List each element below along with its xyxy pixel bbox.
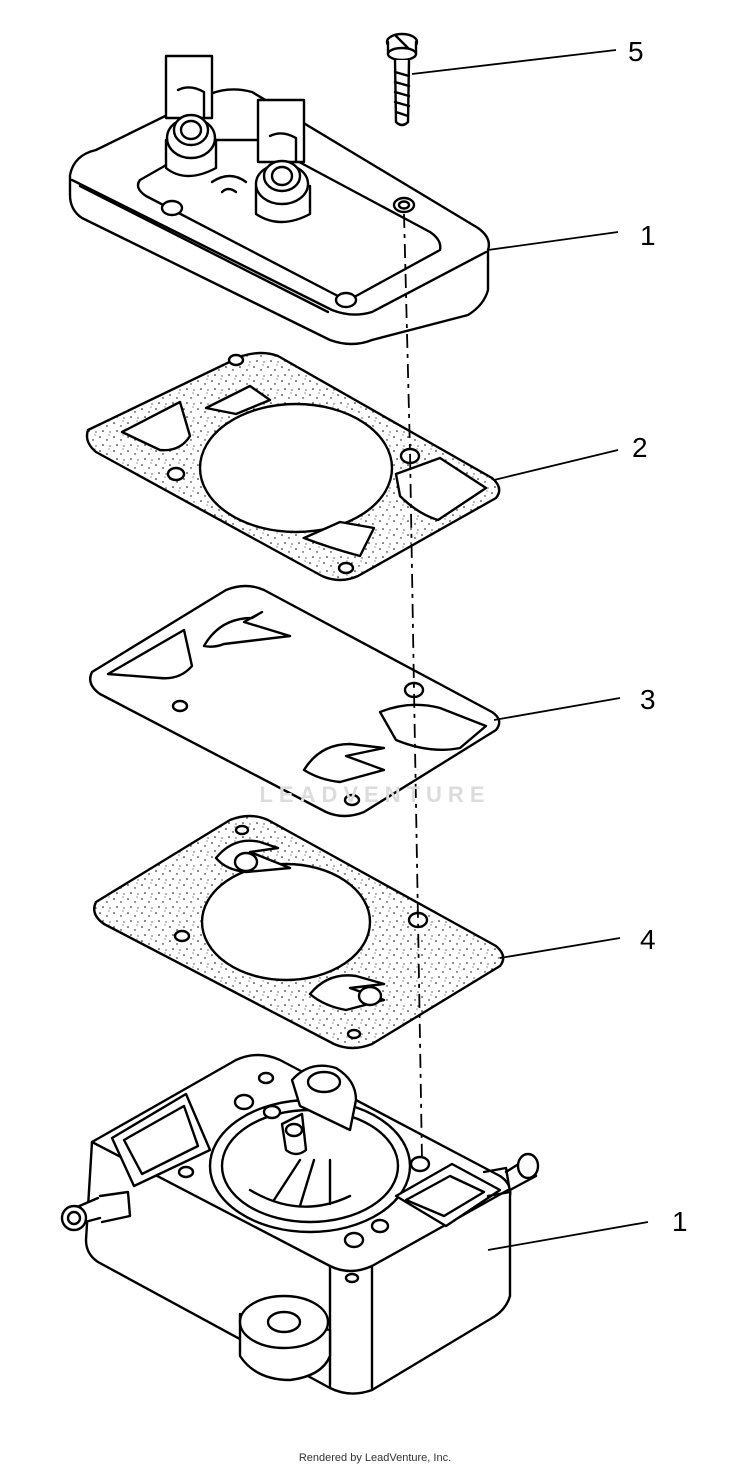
callout-4: 4 — [640, 924, 656, 955]
callout-3: 3 — [640, 684, 656, 715]
callout-1-bottom: 1 — [672, 1206, 688, 1237]
bottom-housing-part — [60, 1053, 540, 1395]
upper-gasket-part — [85, 351, 501, 582]
callout-5: 5 — [628, 36, 644, 67]
screw-part — [385, 32, 419, 127]
top-housing-part — [68, 54, 491, 346]
callout-1-top: 1 — [640, 220, 656, 251]
footer-credit: Rendered by LeadVenture, Inc. — [298, 1452, 452, 1464]
callout-2: 2 — [632, 432, 648, 463]
alignment-line — [403, 213, 423, 1161]
diaphragm-part — [89, 584, 501, 818]
lower-gasket-part — [93, 814, 505, 1050]
leader-lines — [411, 49, 649, 1251]
watermark: LEADVENTURE — [259, 782, 491, 807]
